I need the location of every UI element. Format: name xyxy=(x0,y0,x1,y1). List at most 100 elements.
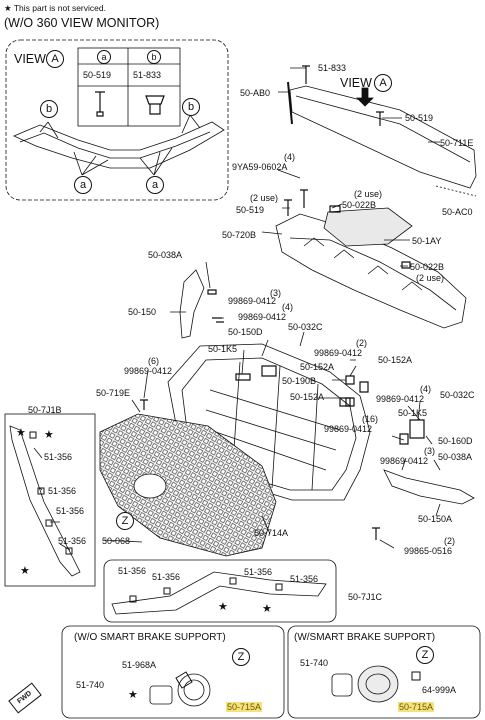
sbs-with-frame xyxy=(287,625,481,719)
view-arrow-label: VIEW xyxy=(340,76,372,90)
clip-50-519 xyxy=(95,91,105,117)
part-50-022b-a: 50-022B xyxy=(342,200,377,210)
part-51-356-a: 51-356 xyxy=(44,452,73,462)
part-51-833: 51-833 xyxy=(318,63,347,73)
strip-c-51-356-1: 51-356 xyxy=(118,566,147,576)
fastener-table xyxy=(77,47,181,127)
view-a-label: VIEW xyxy=(14,52,46,66)
callout-a-left: a xyxy=(74,176,92,194)
sbs-with-64-999a: 64-999A xyxy=(422,685,457,695)
part-50-7j1b: 50-7J1B xyxy=(28,405,62,415)
seal-50-1ay xyxy=(323,207,413,247)
strip-c-51-356-4: 51-356 xyxy=(290,574,319,584)
use-2-b: (2 use) xyxy=(354,189,383,199)
star-icon: ★ xyxy=(218,601,228,613)
part-50-032c-a: 50-032C xyxy=(288,322,323,332)
qty-3-b: (3) xyxy=(424,446,435,456)
part-50-7j1c: 50-7J1C xyxy=(348,592,383,602)
part-50-711e: 50-711E xyxy=(440,138,474,148)
part-50-519-top: 50-519 xyxy=(405,113,434,123)
part-99869-b: 99869-0412 xyxy=(238,312,287,322)
callout-b-left: b xyxy=(40,100,58,118)
view-a-strip xyxy=(13,121,225,169)
use-2-c: (2 use) xyxy=(416,273,445,283)
part-50-038a-b: 50-038A xyxy=(438,452,473,462)
qty-2-b: (2) xyxy=(444,536,455,546)
qty-4-c: (4) xyxy=(420,384,431,394)
callout-b-right: b xyxy=(182,98,200,116)
sbs-without-50-715a: 50-715A xyxy=(226,702,263,712)
grille-50-719e xyxy=(99,413,277,557)
table-part-a: 50-519 xyxy=(83,70,112,80)
strip-50-7j1c-frame xyxy=(103,559,337,623)
sbs-without-51-968a: 51-968A xyxy=(122,660,157,670)
part-50-1k5-a: 50-1K5 xyxy=(208,344,238,354)
part-99869-c: 99869-0412 xyxy=(314,348,363,358)
qty-4-b: (4) xyxy=(282,302,293,312)
sbs-without-frame xyxy=(61,625,285,719)
diagram-title: (W/O 360 VIEW MONITOR) xyxy=(4,16,160,30)
part-99869-g: 99869-0412 xyxy=(380,456,429,466)
part-50-190b: 50-190B xyxy=(282,376,317,386)
part-51-356-d: 51-356 xyxy=(58,536,87,546)
qty-6: (6) xyxy=(148,356,159,366)
qty-16: (16) xyxy=(362,414,379,424)
star-icon: ★ xyxy=(4,3,12,13)
star-icon: ★ xyxy=(16,427,26,439)
part-50-068: 50-068 xyxy=(102,536,131,546)
part-51-356-b: 51-356 xyxy=(48,486,77,496)
view-a-marker: A xyxy=(46,50,64,68)
part-50-150a: 50-150A xyxy=(418,514,453,524)
table-col-a: a xyxy=(97,50,111,64)
not-serviced-note: ★ This part is not serviced. xyxy=(4,3,106,13)
callout-a-right: a xyxy=(146,176,164,194)
table-col-b: b xyxy=(147,50,161,64)
part-50-1ay: 50-1AY xyxy=(412,236,442,246)
part-51-356-c: 51-356 xyxy=(56,506,85,516)
upper-cover-50-711e xyxy=(289,85,477,189)
star-icon: ★ xyxy=(20,565,30,577)
star-icon: ★ xyxy=(44,429,54,441)
emblem-right xyxy=(357,665,399,703)
part-50-519-mid: 50-519 xyxy=(236,205,265,215)
view-a-frame xyxy=(5,39,229,201)
strip-c-51-356-2: 51-356 xyxy=(152,572,181,582)
strip-50-7j1c xyxy=(111,571,327,615)
sbs-with-z: Z xyxy=(416,646,434,664)
qty-2-a: (2) xyxy=(356,338,367,348)
sbs-with-50-715a: 50-715A xyxy=(398,702,435,712)
part-50-152a-b: 50-152A xyxy=(300,362,335,372)
use-2-a: (2 use) xyxy=(250,193,279,203)
sbs-with-title: (W/SMART BRAKE SUPPORT) xyxy=(294,632,436,643)
clip-51-833 xyxy=(145,95,165,115)
sbs-without-z: Z xyxy=(232,648,250,666)
sbs-without-title: (W/O SMART BRAKE SUPPORT) xyxy=(74,632,226,643)
part-99865-0516: 99865-0516 xyxy=(404,546,453,556)
part-50-714a: 50-714A xyxy=(254,528,289,538)
part-50-152a-c: 50-152A xyxy=(290,392,325,402)
part-50-152a-a: 50-152A xyxy=(378,355,413,365)
sbs-without-51-740: 51-740 xyxy=(76,680,105,690)
table-part-b: 51-833 xyxy=(133,70,162,80)
part-50-150: 50-150 xyxy=(128,307,157,317)
qty-4-a: (4) xyxy=(284,152,295,162)
star-icon: ★ xyxy=(128,689,138,701)
part-99869-a: 99869-0412 xyxy=(228,296,277,306)
strip-50-7j1b xyxy=(9,425,81,577)
callout-z: Z xyxy=(116,512,134,530)
part-50-720b: 50-720B xyxy=(222,230,257,240)
part-99869-e: 99869-0412 xyxy=(376,394,425,404)
part-9ya59-0602a: 9YA59-0602A xyxy=(232,162,288,172)
part-50-719e: 50-719E xyxy=(96,388,131,398)
strip-c-51-356-3: 51-356 xyxy=(244,567,273,577)
qty-3-a: (3) xyxy=(270,288,281,298)
part-50-022b-b: 50-022B xyxy=(410,262,445,272)
part-50-ab0: 50-AB0 xyxy=(240,88,271,98)
part-50-038a-a: 50-038A xyxy=(148,250,183,260)
star-icon: ★ xyxy=(262,603,272,615)
view-arrow xyxy=(356,87,374,107)
emblem-left xyxy=(177,673,211,707)
part-50-032c-b: 50-032C xyxy=(440,390,475,400)
